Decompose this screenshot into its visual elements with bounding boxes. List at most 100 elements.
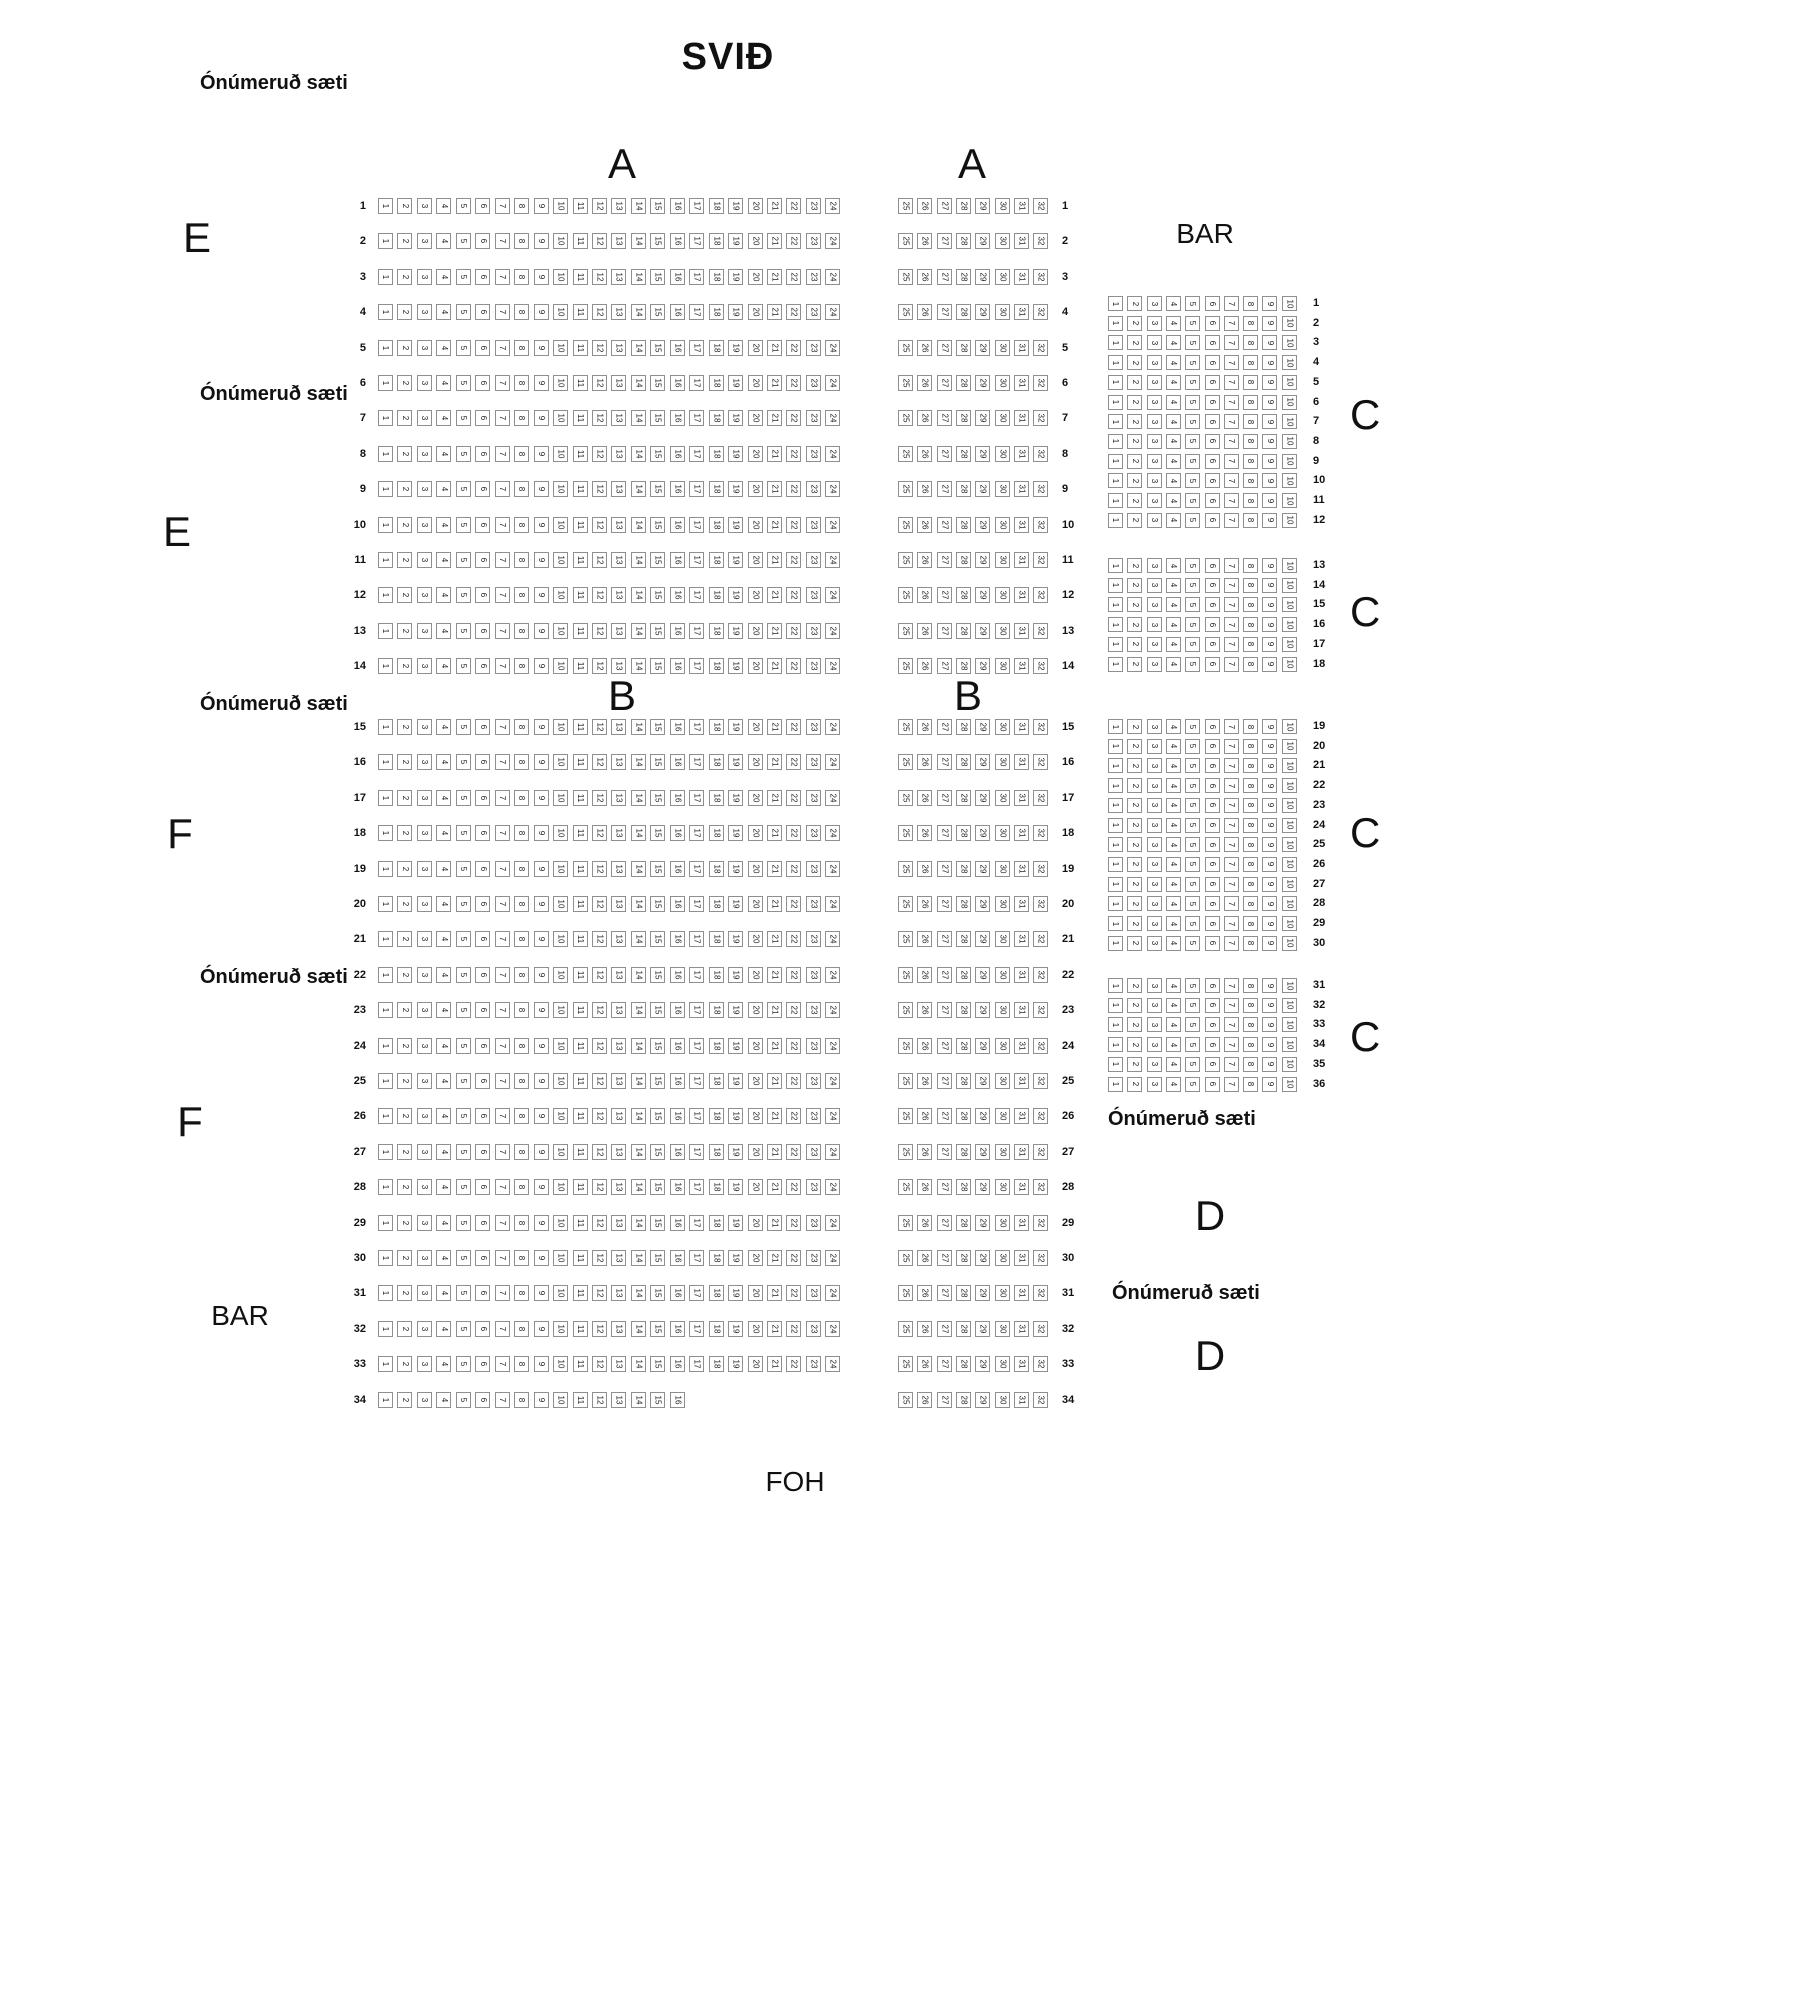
seat[interactable]: 4 xyxy=(436,481,452,498)
seat[interactable]: 21 xyxy=(767,375,782,391)
seat[interactable]: 9 xyxy=(533,789,549,806)
seat[interactable]: 6 xyxy=(1204,856,1220,872)
seat[interactable]: 14 xyxy=(630,1356,646,1373)
seat[interactable]: 6 xyxy=(1204,719,1220,734)
seat[interactable]: 24 xyxy=(825,587,841,604)
seat[interactable]: 10 xyxy=(553,587,569,604)
seat[interactable]: 17 xyxy=(689,1214,705,1231)
seat[interactable]: 16 xyxy=(669,304,685,321)
seat[interactable]: 7 xyxy=(494,445,510,462)
seat[interactable]: 5 xyxy=(455,410,471,427)
seat[interactable]: 9 xyxy=(533,268,549,285)
seat[interactable]: 7 xyxy=(494,481,510,498)
seat[interactable]: 1 xyxy=(378,1391,393,1408)
seat[interactable]: 19 xyxy=(728,719,744,735)
seat[interactable]: 23 xyxy=(805,1002,821,1019)
seat[interactable]: 4 xyxy=(436,198,452,214)
seat[interactable]: 7 xyxy=(494,825,510,842)
seat[interactable]: 7 xyxy=(494,931,510,948)
seat[interactable]: 28 xyxy=(955,1143,971,1160)
seat[interactable]: 8 xyxy=(514,339,530,356)
seat[interactable]: 28 xyxy=(955,481,971,498)
seat[interactable]: 27 xyxy=(936,587,952,604)
seat[interactable]: 2 xyxy=(397,622,413,639)
seat[interactable]: 10 xyxy=(1281,758,1297,774)
seat[interactable]: 18 xyxy=(708,1214,724,1231)
seat[interactable]: 22 xyxy=(786,1179,802,1196)
seat[interactable]: 32 xyxy=(1033,1320,1049,1337)
seat[interactable]: 5 xyxy=(1185,453,1201,469)
seat[interactable]: 8 xyxy=(1243,758,1259,774)
seat[interactable]: 11 xyxy=(572,481,588,498)
seat[interactable]: 6 xyxy=(475,481,491,498)
seat[interactable]: 30 xyxy=(994,339,1010,356)
seat[interactable]: 14 xyxy=(630,896,646,912)
seat[interactable]: 11 xyxy=(572,719,588,735)
seat[interactable]: 17 xyxy=(689,1285,705,1302)
seat[interactable]: 13 xyxy=(611,658,627,675)
seat[interactable]: 14 xyxy=(630,1037,646,1054)
seat[interactable]: 19 xyxy=(728,552,744,568)
seat[interactable]: 15 xyxy=(650,1108,666,1125)
seat[interactable]: 2 xyxy=(397,966,413,983)
seat[interactable]: 21 xyxy=(767,1179,782,1196)
seat[interactable]: 19 xyxy=(728,339,744,356)
seat[interactable]: 28 xyxy=(955,719,971,735)
seat[interactable]: 16 xyxy=(669,1356,685,1373)
seat[interactable]: 26 xyxy=(917,860,933,877)
seat[interactable]: 26 xyxy=(917,658,933,675)
seat[interactable]: 10 xyxy=(1281,296,1297,311)
seat[interactable]: 21 xyxy=(767,789,782,806)
seat[interactable]: 6 xyxy=(1204,916,1220,931)
seat[interactable]: 5 xyxy=(455,1356,471,1373)
seat[interactable]: 5 xyxy=(455,966,471,983)
seat[interactable]: 5 xyxy=(455,1285,471,1302)
seat[interactable]: 26 xyxy=(917,931,933,948)
seat[interactable]: 7 xyxy=(1223,797,1239,813)
seat[interactable]: 14 xyxy=(630,1073,646,1089)
seat[interactable]: 23 xyxy=(805,1143,821,1160)
seat[interactable]: 12 xyxy=(591,1285,607,1302)
seat[interactable]: 21 xyxy=(767,860,782,877)
seat[interactable]: 11 xyxy=(572,1285,588,1302)
seat[interactable]: 24 xyxy=(825,1214,841,1231)
seat[interactable]: 10 xyxy=(1281,817,1297,833)
seat[interactable]: 19 xyxy=(728,233,744,250)
seat[interactable]: 23 xyxy=(805,481,821,498)
seat[interactable]: 15 xyxy=(650,931,666,948)
seat[interactable]: 17 xyxy=(689,1037,705,1054)
seat[interactable]: 23 xyxy=(805,233,821,250)
seat[interactable]: 11 xyxy=(572,860,588,877)
seat[interactable]: 7 xyxy=(1223,978,1239,993)
seat[interactable]: 28 xyxy=(955,896,971,912)
seat[interactable]: 18 xyxy=(708,233,724,250)
seat[interactable]: 4 xyxy=(436,1250,452,1266)
seat[interactable]: 17 xyxy=(689,198,705,214)
seat[interactable]: 8 xyxy=(1243,577,1259,593)
seat[interactable]: 1 xyxy=(1108,876,1123,892)
seat[interactable]: 23 xyxy=(805,1108,821,1125)
seat[interactable]: 32 xyxy=(1033,410,1049,427)
seat[interactable]: 21 xyxy=(767,1214,782,1231)
seat[interactable]: 9 xyxy=(1262,414,1278,430)
seat[interactable]: 1 xyxy=(378,481,393,498)
seat[interactable]: 5 xyxy=(1185,355,1201,371)
seat[interactable]: 17 xyxy=(689,552,705,568)
seat[interactable]: 9 xyxy=(1262,577,1278,593)
seat[interactable]: 18 xyxy=(708,931,724,948)
seat[interactable]: 27 xyxy=(936,789,952,806)
seat[interactable]: 3 xyxy=(1146,935,1162,951)
seat[interactable]: 31 xyxy=(1013,339,1029,356)
seat[interactable]: 7 xyxy=(1223,656,1239,672)
seat[interactable]: 5 xyxy=(1185,797,1201,813)
seat[interactable]: 10 xyxy=(553,1002,569,1019)
seat[interactable]: 18 xyxy=(708,1108,724,1125)
seat[interactable]: 8 xyxy=(514,375,530,391)
seat[interactable]: 7 xyxy=(1223,473,1239,489)
seat[interactable]: 26 xyxy=(917,339,933,356)
seat[interactable]: 12 xyxy=(591,1391,607,1408)
seat[interactable]: 28 xyxy=(955,622,971,639)
seat[interactable]: 4 xyxy=(436,1285,452,1302)
seat[interactable]: 16 xyxy=(669,825,685,842)
seat[interactable]: 2 xyxy=(1127,374,1143,390)
